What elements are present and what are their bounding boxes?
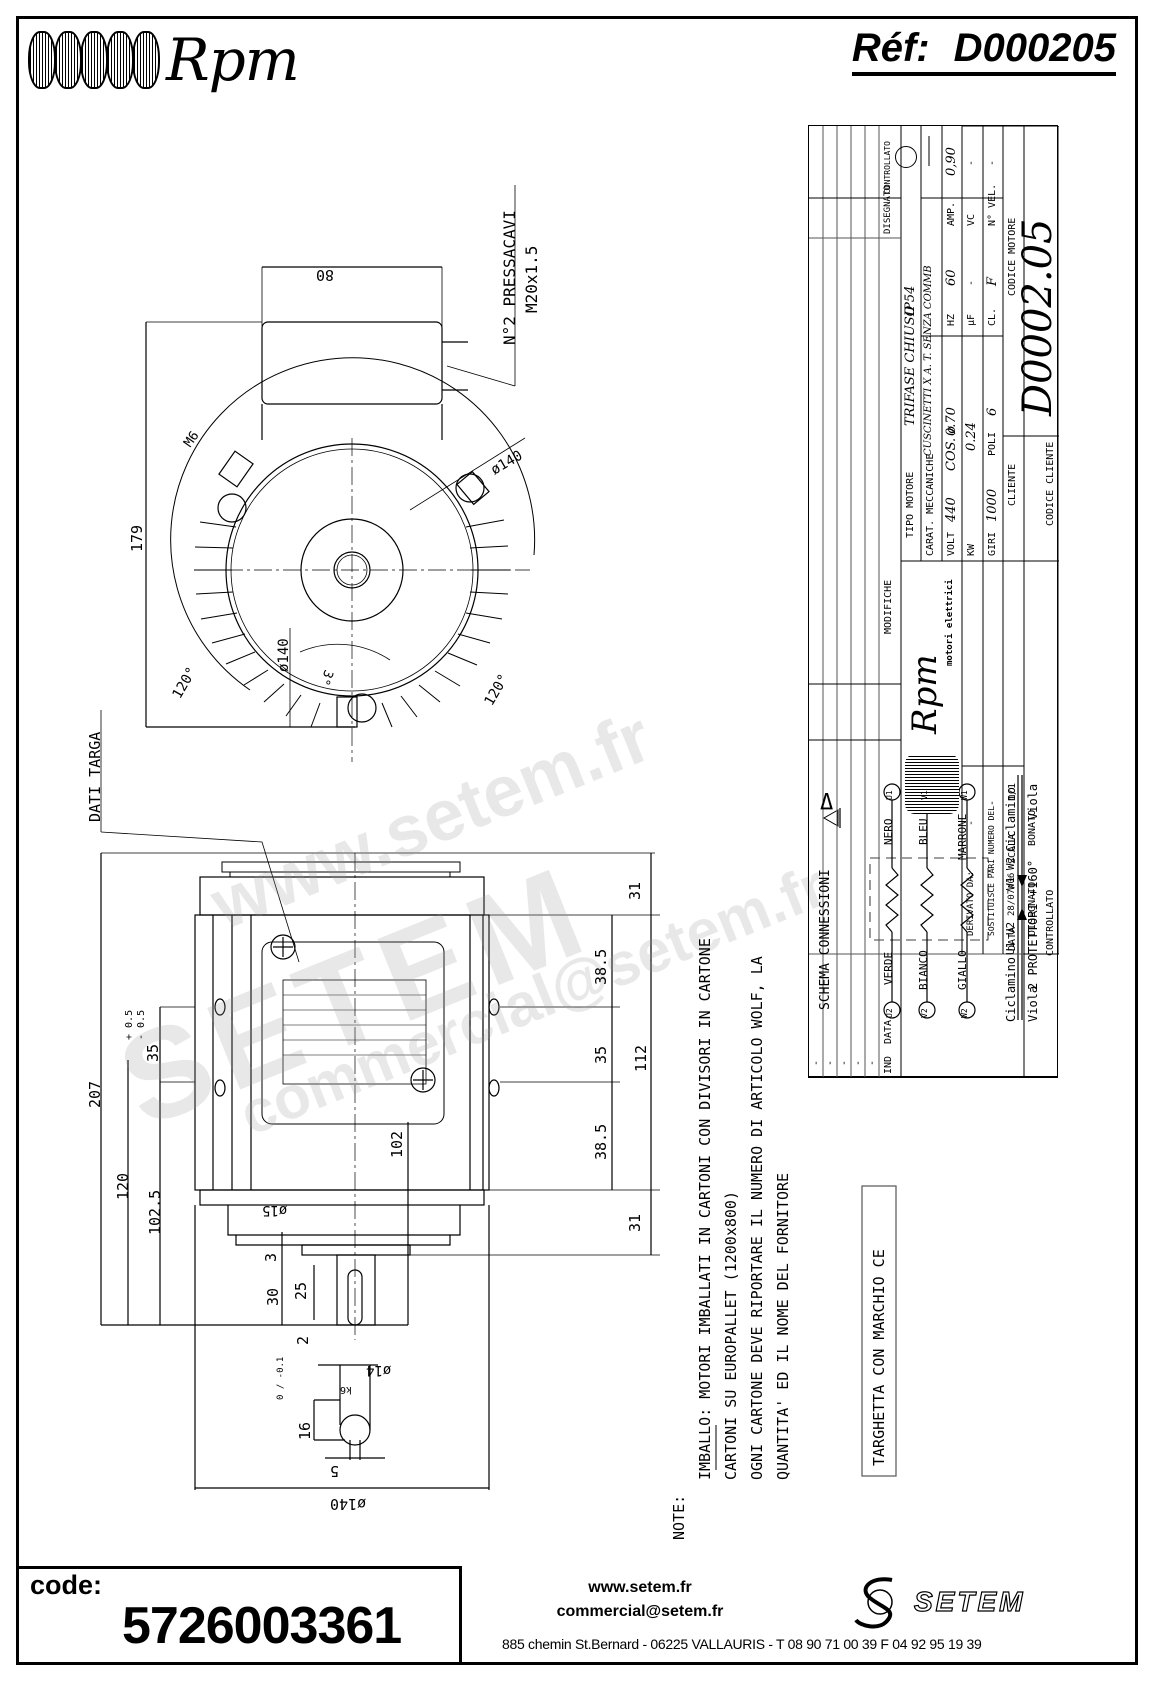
projection-symbol-icon — [895, 146, 917, 168]
dim-key-height: 16 — [296, 1421, 314, 1440]
nvel-label: N° VEL. — [987, 183, 998, 226]
wiring-diagram-frame — [808, 760, 1058, 1078]
code-box — [16, 1566, 462, 1665]
dim-102: 102 — [388, 1130, 406, 1158]
codice-motore-value: D0002.05 — [1015, 218, 1061, 416]
cable-glands-label: N°2 PRESSACAVI — [500, 210, 519, 345]
setem-brand-text: SETEM — [913, 1585, 1026, 1617]
volt-value: 440 — [944, 497, 959, 522]
vc-value: - — [966, 159, 977, 166]
kw-value: 0.24 — [964, 422, 979, 451]
title-block-company-sub: motori elettrici — [945, 579, 955, 666]
note-line-2: CARTONI SU EUROPALLET (1200x800) — [722, 1191, 740, 1480]
vc-label: VC — [966, 213, 977, 226]
dim-2: 2 — [294, 1335, 312, 1345]
dim-31-bottom: 31 — [626, 1213, 644, 1232]
tolerance-plus: + 0.5 — [124, 1009, 135, 1040]
nvel-value: - — [987, 159, 998, 166]
volt-label: VOLT — [946, 531, 957, 556]
dim-shaft-dia: ø14 — [366, 1362, 392, 1378]
setem-logo: SETEM — [852, 1574, 1025, 1630]
cliente-label: CLIENTE — [1007, 463, 1018, 506]
hz-value: 60 — [944, 269, 959, 286]
dim-height-179: 179 — [128, 524, 146, 552]
poli-value: 6 — [985, 407, 1000, 416]
rpm-logo: Rpm — [28, 20, 300, 100]
shaft-fit: k6 — [340, 1384, 353, 1395]
cl-value: F — [985, 276, 1000, 286]
poli-label: POLI — [987, 431, 998, 456]
kw-label: KW — [966, 543, 977, 556]
dim-35-right: 35 — [592, 1045, 610, 1064]
note-line-1: IMBALLO: MOTORI IMBALLATI IN CARTONI CON… — [696, 938, 714, 1480]
title-block-grid — [809, 126, 1059, 1078]
dim-flange-dia: ø140 — [330, 1495, 367, 1513]
dim-120: 120 — [114, 1172, 132, 1200]
amp-value: 0,90 — [944, 147, 959, 176]
coil-logo-icon — [28, 31, 160, 89]
notes-title: NOTE: — [670, 1494, 688, 1540]
dim-30: 30 — [264, 1287, 282, 1306]
dim-112: 112 — [632, 1044, 650, 1072]
setem-swirl-icon — [854, 1577, 893, 1629]
carat-meccaniche-value: CUSCINETTI X A. T. SENZA COMMB — [923, 265, 934, 456]
cable-gland-thread: M20x1.5 — [522, 245, 541, 313]
footer-contact: www.setem.fr commercial@setem.fr — [520, 1576, 760, 1624]
note-line-4: QUANTITA' ED IL NOME DEL FORNITORE — [774, 1172, 792, 1480]
ref-value: D000205 — [953, 26, 1116, 70]
cos-value: 0.70 — [944, 407, 959, 436]
dim-flange-dia-bottom: ø140 — [276, 638, 292, 672]
plate-data-label: DATI TARGA — [86, 731, 104, 822]
amp-label: AMP. — [946, 201, 957, 226]
giri-value: 1000 — [985, 488, 1000, 522]
drawing-sheet-border — [16, 16, 1138, 1665]
footer-website-link[interactable]: www.setem.fr — [588, 1579, 692, 1596]
note-line-3: OGNI CARTONE DEVE RIPORTARE IL NUMERO DI… — [748, 956, 766, 1480]
dim-25: 25 — [292, 1281, 310, 1300]
carat-meccaniche-label: CARAT. MECCANICHE — [925, 453, 936, 556]
ref-label: Réf: — [851, 26, 930, 70]
footer-email-link[interactable]: commercial@setem.fr — [556, 1603, 724, 1620]
key-tolerance: 0 / -0.1 — [276, 1356, 286, 1400]
dim-spigot-dia: ø15 — [262, 1202, 288, 1218]
company-coil-logo-icon — [905, 754, 959, 814]
hz-label: HZ — [946, 313, 957, 326]
dim-key-width: 5 — [330, 1462, 340, 1480]
tipo-motore-value: TRIFASE CHIUSO — [903, 305, 918, 426]
brand-name: Rpm — [166, 26, 300, 94]
protection-value: IP54 — [903, 285, 918, 316]
uf-value: - — [966, 279, 977, 286]
tolerance-minus: - 0.5 — [136, 1009, 147, 1040]
dim-3: 3 — [262, 1252, 280, 1262]
ce-plate-label: TARGHETTA CON MARCHIO CE — [870, 1249, 888, 1466]
dim-35-left: 35 — [144, 1043, 162, 1062]
cl-label: CL. — [987, 307, 998, 326]
code-value: 5726003361 — [122, 1597, 402, 1655]
dim-102-5: 102.5 — [146, 1189, 164, 1235]
uf-label: µF — [966, 313, 977, 326]
footer-address: 885 chemin St.Bernard - 06225 VALLAURIS … — [502, 1636, 982, 1652]
reference-number: Réf: D000205 — [851, 26, 1116, 76]
revision-header-modifiche: MODIFICHE — [883, 579, 894, 634]
dim-31-top: 31 — [626, 881, 644, 900]
code-label: code: — [30, 1570, 103, 1600]
title-block: IND DATA MODIFICHE DISEGNATO CONTROLLATO… — [808, 125, 1061, 1078]
codice-cliente-label: CODICE CLIENTE — [1045, 441, 1056, 526]
dim-38-5-top: 38.5 — [592, 948, 610, 985]
dim-terminal-box-width: 80 — [315, 266, 334, 284]
dim-overall-207: 207 — [86, 1080, 104, 1108]
tipo-motore-label: TIPO MOTORE — [905, 471, 916, 538]
delta-symbol-icon: Δ — [820, 790, 834, 815]
revision-header-controllato: CONTROLLATO — [883, 141, 892, 194]
title-block-company: Rpm — [905, 654, 945, 734]
giri-label: GIRI — [987, 531, 998, 556]
dim-38-5-bottom: 38.5 — [592, 1123, 610, 1160]
